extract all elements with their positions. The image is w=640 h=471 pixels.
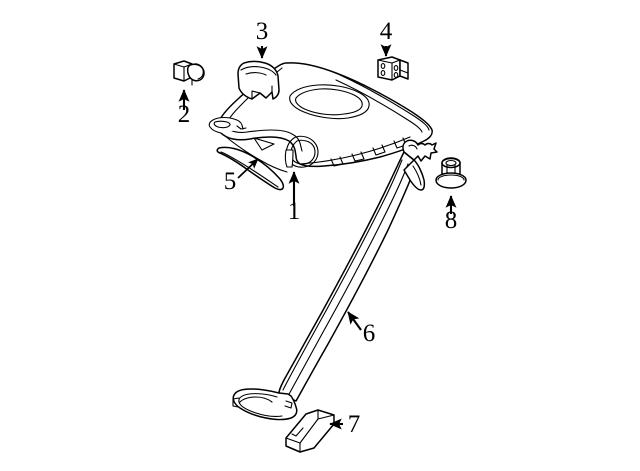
part-8-flange-nut[interactable] bbox=[435, 157, 467, 189]
part-6-center-pillar-trim[interactable] bbox=[232, 139, 438, 421]
callout-number-4: 4 bbox=[380, 18, 393, 45]
callout-number-5: 5 bbox=[224, 168, 237, 195]
callout-number-3: 3 bbox=[256, 18, 269, 45]
callout-leaders bbox=[178, 44, 457, 430]
callout-number-8: 8 bbox=[445, 207, 458, 234]
leader-5 bbox=[237, 158, 259, 179]
part-4-mounting-bracket[interactable] bbox=[377, 56, 409, 81]
callout-number-7: 7 bbox=[348, 411, 361, 438]
part-3-upper-trim-cover-cap[interactable] bbox=[237, 60, 280, 100]
callout-number-6: 6 bbox=[363, 320, 376, 347]
callout-number-2: 2 bbox=[178, 101, 191, 128]
callout-numbers: 1 2 3 4 5 6 7 8 bbox=[178, 18, 458, 438]
callout-number-1: 1 bbox=[288, 198, 301, 225]
leader-6 bbox=[347, 311, 362, 331]
part-2-retainer-clip-bushing[interactable] bbox=[173, 60, 205, 86]
